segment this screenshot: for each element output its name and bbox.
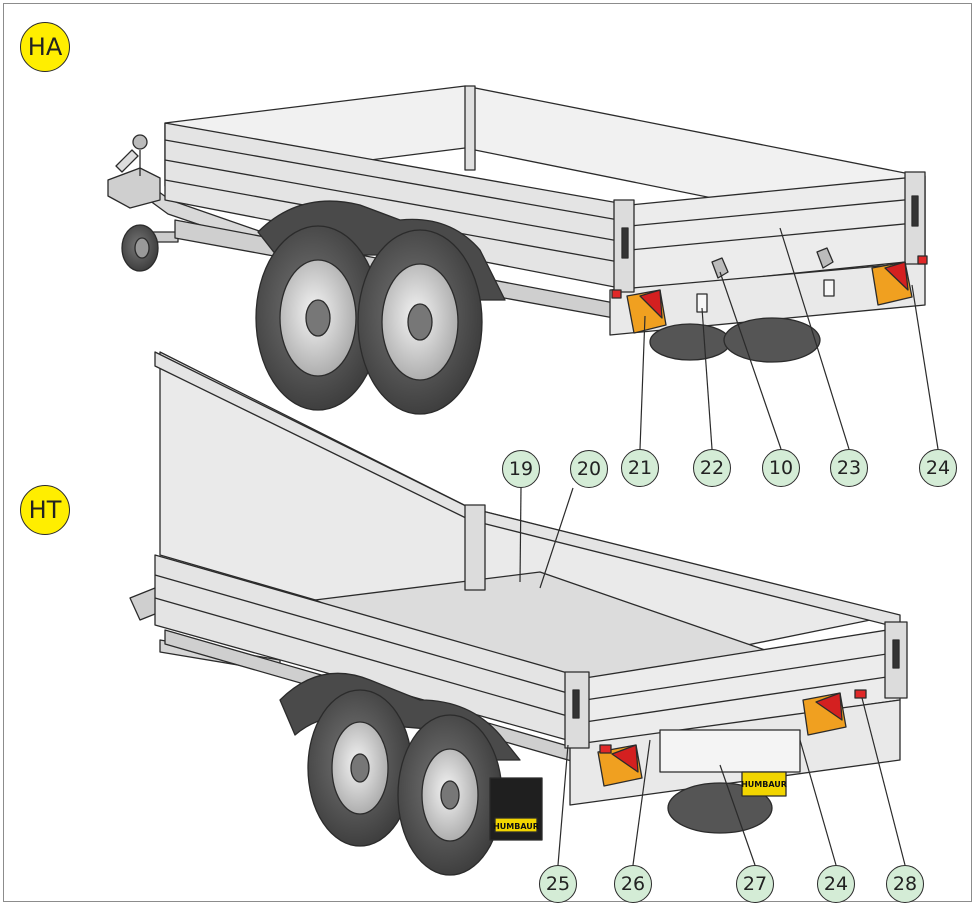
callout-ha-2: 22 (693, 449, 731, 487)
callout-ha-1: 21 (621, 449, 659, 487)
callout-number: 26 (620, 872, 646, 895)
callout-ha-3: 10 (762, 449, 800, 487)
callout-ha-5: 24 (919, 449, 957, 487)
callout-ht-2: 20 (570, 450, 608, 488)
model-badge-label: HA (27, 33, 63, 61)
trailer-ha-drawing (107, 85, 939, 450)
trailer-ht-drawing (129, 351, 908, 876)
callout-number: 24 (925, 456, 951, 479)
model-badge-label: HT (28, 496, 62, 524)
callout-ha-4: 23 (830, 449, 868, 487)
callout-number: 25 (545, 872, 571, 895)
plate-logo-text: HUMBAUR (741, 780, 787, 789)
callout-ht-6: 24 (817, 865, 855, 903)
callout-number: 27 (742, 872, 768, 895)
callout-number: 10 (768, 456, 794, 479)
callout-ht-3: 25 (539, 865, 577, 903)
callout-number: 23 (836, 456, 862, 479)
callout-ht-5: 27 (736, 865, 774, 903)
callout-number: 24 (823, 872, 849, 895)
callout-number: 21 (627, 456, 653, 479)
model-badge-ha: HA (20, 22, 70, 72)
callout-ht-7: 28 (886, 865, 924, 903)
callout-ht-1: 19 (502, 450, 540, 488)
mudflap-logo-text: HUMBAUR (493, 822, 539, 831)
callout-number: 22 (699, 456, 725, 479)
diagram-frame (3, 3, 972, 902)
callout-number: 28 (892, 872, 918, 895)
callout-number: 20 (576, 457, 602, 480)
callout-number: 19 (508, 457, 534, 480)
callout-ht-4: 26 (614, 865, 652, 903)
model-badge-ht: HT (20, 485, 70, 535)
